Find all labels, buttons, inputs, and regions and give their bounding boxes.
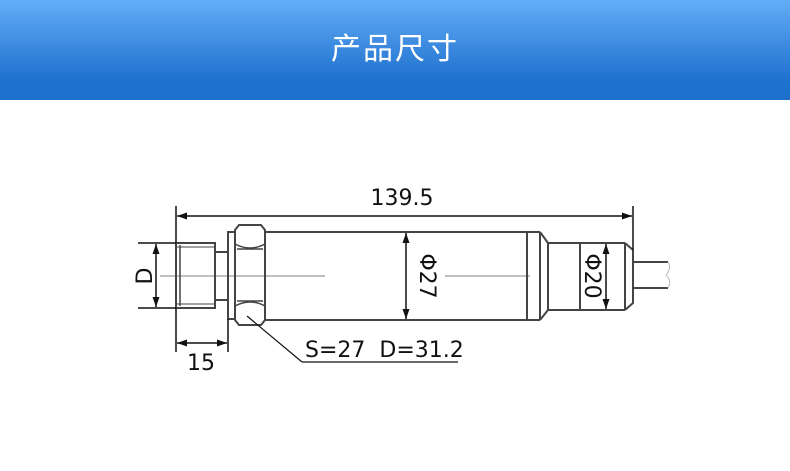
page-title: 产品尺寸 (331, 32, 459, 67)
hex-leader-line (246, 315, 458, 363)
main-body (265, 231, 541, 321)
tail-diameter-label: Φ20 (579, 253, 604, 298)
overall-length-label: 139.5 (371, 186, 434, 211)
tail-body (539, 231, 634, 321)
overall-length-dimension (175, 206, 634, 250)
hex-nut (234, 224, 266, 326)
header-banner: 产品尺寸 (0, 0, 790, 100)
thread-diameter-dimension (138, 242, 176, 309)
hex-note-label: S=27 D=31.2 (305, 338, 464, 363)
body-diameter-label: Φ27 (414, 253, 439, 298)
cable (633, 261, 671, 289)
thread-length-label: 15 (187, 351, 215, 376)
thread-length-dimension (175, 308, 229, 352)
thread-diameter-label: D (133, 268, 158, 285)
